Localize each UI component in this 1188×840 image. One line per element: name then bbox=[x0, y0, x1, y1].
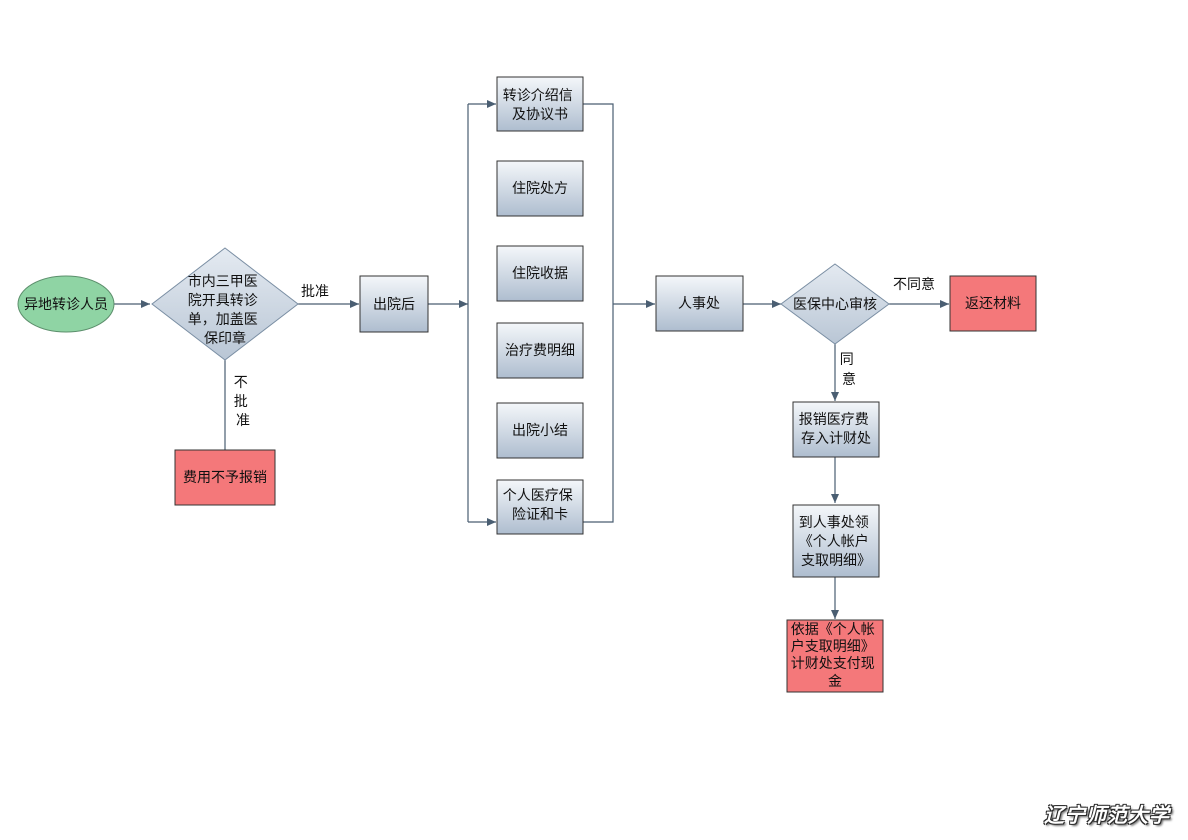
decision-review-label: 医保中心审核 bbox=[793, 297, 877, 313]
decision-hospital-label: 市内三甲医 院开具转诊 单，加盖医 保印章 bbox=[188, 273, 262, 347]
node-return-materials-label: 返还材料 bbox=[965, 296, 1021, 312]
node-personnel-office-label: 人事处 bbox=[678, 296, 720, 312]
node-deposit-finance-label: 报销医疗费 存入计财处 bbox=[799, 412, 873, 447]
doc-insurance-card-label: 个人医疗保 险证和卡 bbox=[503, 488, 577, 523]
node-start: 异地转诊人员 bbox=[17, 275, 115, 333]
node-pay-cash: 依据《个人帐 户支取明细》 计财处支付现 金 bbox=[786, 619, 884, 693]
doc-discharge-summary: 出院小结 bbox=[496, 402, 584, 459]
node-collect-detail: 到人事处领 《个人帐户 支取明细》 bbox=[792, 504, 880, 578]
watermark-logo: 辽宁师范大学 bbox=[1044, 803, 1170, 827]
node-not-reimbursed-label: 费用不予报销 bbox=[183, 470, 267, 486]
doc-prescription-label: 住院处方 bbox=[512, 181, 568, 197]
label-agree: 同 意 bbox=[840, 352, 858, 388]
node-personnel-office: 人事处 bbox=[655, 275, 744, 332]
doc-treatment-detail-label: 治疗费明细 bbox=[505, 343, 575, 359]
node-discharge-label: 出院后 bbox=[373, 297, 415, 313]
doc-receipt: 住院收据 bbox=[496, 245, 584, 302]
decision-hospital: 市内三甲医 院开具转诊 单，加盖医 保印章 bbox=[151, 247, 299, 361]
doc-insurance-card: 个人医疗保 险证和卡 bbox=[496, 479, 584, 535]
doc-receipt-label: 住院收据 bbox=[512, 266, 568, 282]
node-discharge: 出院后 bbox=[359, 275, 429, 333]
node-start-label: 异地转诊人员 bbox=[24, 297, 108, 313]
docs-bracket-right bbox=[583, 103, 614, 523]
connectors bbox=[114, 100, 949, 619]
node-collect-detail-label: 到人事处领 《个人帐户 支取明细》 bbox=[799, 515, 873, 569]
doc-referral: 转诊介绍信 及协议书 bbox=[496, 76, 584, 132]
doc-discharge-summary-label: 出院小结 bbox=[512, 423, 568, 439]
node-pay-cash-label: 依据《个人帐 户支取明细》 计财处支付现 金 bbox=[791, 622, 879, 690]
node-return-materials: 返还材料 bbox=[949, 275, 1037, 332]
decision-review: 医保中心审核 bbox=[780, 263, 890, 345]
doc-prescription: 住院处方 bbox=[496, 160, 584, 217]
node-not-reimbursed: 费用不予报销 bbox=[174, 449, 276, 506]
label-not-approve: 不 批 准 bbox=[234, 375, 252, 429]
doc-treatment-detail: 治疗费明细 bbox=[496, 322, 584, 379]
node-deposit-finance: 报销医疗费 存入计财处 bbox=[792, 401, 880, 458]
label-disagree: 不同意 bbox=[893, 276, 935, 293]
doc-referral-label: 转诊介绍信 及协议书 bbox=[503, 88, 577, 123]
label-approve: 批准 bbox=[301, 284, 329, 300]
